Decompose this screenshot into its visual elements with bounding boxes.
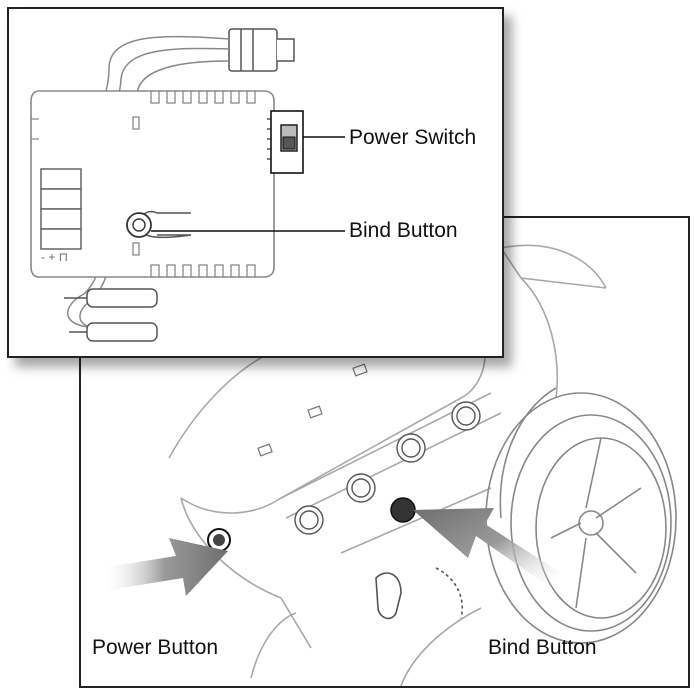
power-switch-label: Power Switch [349,126,477,149]
bind-button-arrow-icon [413,508,561,588]
transmitter-illustration [101,244,677,686]
power-switch-icon [267,110,304,174]
receiver-bind-button-label: Bind Button [349,219,458,242]
transmitter-bind-button-icon [390,497,416,523]
terminal-marks: - + ⊓ [41,250,68,264]
servo-connector [228,28,295,72]
case-ribs-top [31,91,256,277]
receiver-illustration: - + ⊓ [30,28,345,342]
transmitter-bind-button-label: Bind Button [488,636,597,659]
transmitter-power-button-icon [207,528,231,552]
power-button-label: Power Button [92,636,219,659]
receiver-bind-button-icon [126,210,192,239]
channel-ports [40,168,82,250]
receiver-panel: - + ⊓ Power Switch Bind Button [7,7,504,358]
battery-leads [64,288,158,342]
throttle-trigger [375,567,463,620]
steering-wheel [485,387,677,644]
trim-knobs [294,401,481,535]
top-switches [257,363,368,457]
power-button-arrow-icon [101,538,228,596]
